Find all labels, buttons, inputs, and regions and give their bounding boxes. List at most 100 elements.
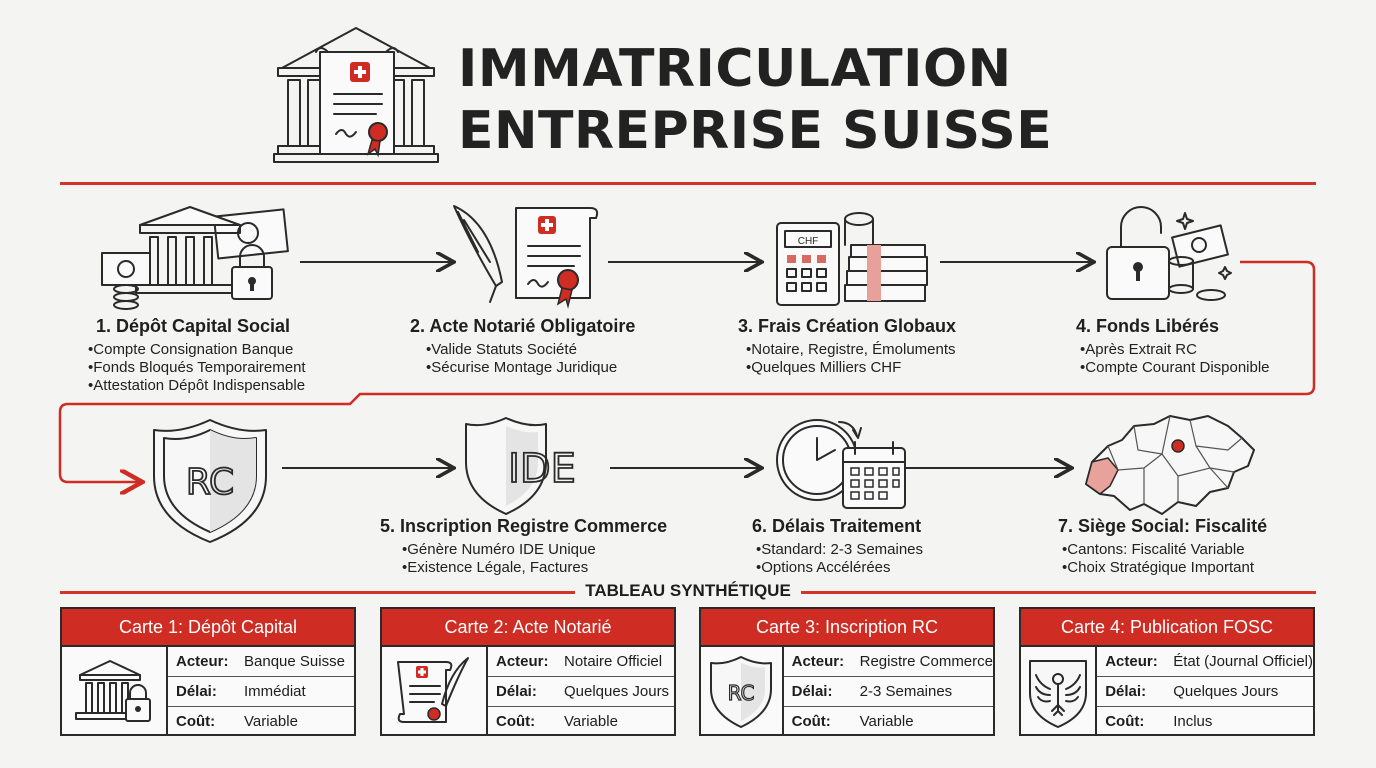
step-5: 5. Inscription Registre Commerce Génère … xyxy=(380,516,667,577)
step-6-bullets: Standard: 2-3 Semaines Options Accélérée… xyxy=(752,541,923,577)
page-title: IMMATRICULATION ENTREPRISE SUISSE xyxy=(458,38,1052,162)
card-4-cost-row: Coût: Inclus xyxy=(1097,707,1313,736)
card-2-icon-cell xyxy=(382,647,488,736)
step-3-bullet: Quelques Milliers CHF xyxy=(746,359,956,377)
summary-card-4: Carte 4: Publication FOSC Acteur: État (J… xyxy=(1019,607,1315,736)
card-3-cost-row: Coût: Variable xyxy=(784,707,993,736)
card-3-header: Carte 3: Inscription RC xyxy=(701,609,993,647)
step-7-bullet: Cantons: Fiscalité Variable xyxy=(1062,541,1267,559)
unlocked-padlock-coins-icon xyxy=(1106,206,1232,301)
card-3-badge-text: RC xyxy=(728,681,755,705)
card-3-delay: 2-3 Semaines xyxy=(859,683,953,700)
step-4-bullets: Après Extrait RC Compte Courant Disponib… xyxy=(1076,341,1270,377)
actor-label: Acteur: xyxy=(791,653,845,670)
calculator-money-icon: CHF xyxy=(776,212,928,306)
step-7: 7. Siège Social: Fiscalité Cantons: Fisc… xyxy=(1058,516,1267,577)
step-5-title: 5. Inscription Registre Commerce xyxy=(380,516,668,536)
bank-diploma-icon xyxy=(273,27,439,163)
card-1-cost: Variable xyxy=(244,713,298,730)
card-1-actor: Banque Suisse xyxy=(244,653,345,670)
card-1-icon-cell xyxy=(62,647,168,736)
step-3-bullets: Notaire, Registre, Émoluments Quelques M… xyxy=(738,341,956,377)
card-2-delay-row: Délai: Quelques Jours xyxy=(488,677,674,707)
card-4-delay: Quelques Jours xyxy=(1173,683,1279,700)
step-2-bullets: Valide Statuts Société Sécurise Montage … xyxy=(410,341,635,377)
step-6-title: 6. Délais Traitement xyxy=(752,516,922,536)
cost-label: Coût: xyxy=(791,713,831,730)
summary-title-text: TABLEAU SYNTHÉTIQUE xyxy=(575,581,801,600)
actor-label: Acteur: xyxy=(496,653,549,670)
card-2-cost-row: Coût:Variable xyxy=(488,707,674,736)
step-4-bullet: Compte Courant Disponible xyxy=(1080,359,1269,377)
swiss-map-icon xyxy=(1085,415,1255,515)
document-quill-icon xyxy=(397,656,469,723)
ide-badge-text: IDE xyxy=(508,446,576,492)
card-2-delay: Quelques Jours xyxy=(564,683,670,700)
card-2-actor-row: Acteur: Notaire Officiel xyxy=(488,647,674,677)
card-3-cost: Variable xyxy=(859,713,914,730)
rc-badge-text: RC xyxy=(186,462,234,503)
step-3-title: 3. Frais Création Globaux xyxy=(738,316,957,336)
title-line-2: ENTREPRISE SUISSE xyxy=(458,101,1053,161)
summary-card-3: Carte 3: Inscription RC RC Acteur:Regist… xyxy=(699,607,995,736)
step-3-bullet: Notaire, Registre, Émoluments xyxy=(746,341,956,359)
summary-card-1: Carte 1: Dépôt Capital Acteur: Banque Sui… xyxy=(60,607,356,736)
step-5-bullet: Génère Numéro IDE Unique xyxy=(402,541,667,559)
card-2-header: Carte 2: Acte Notarié xyxy=(382,609,674,647)
card-2-actor: Notaire Officiel xyxy=(564,653,663,670)
actor-label: Acteur: xyxy=(1105,653,1158,670)
step-6-bullet: Options Accélérées xyxy=(756,559,923,577)
actor-label: Acteur: xyxy=(176,653,229,670)
cost-label: Coût: xyxy=(176,713,216,730)
step-4-bullet: Après Extrait RC xyxy=(1080,341,1270,359)
step-2-bullet: Valide Statuts Société xyxy=(426,341,635,359)
card-4-cost: Inclus xyxy=(1173,713,1213,730)
step-5-bullets: Génère Numéro IDE Unique Existence Légal… xyxy=(380,541,667,577)
step-4: 4. Fonds Libérés Après Extrait RC Compte… xyxy=(1076,316,1270,377)
step-1: 1. Dépôt Capital Social Compte Consignat… xyxy=(88,316,306,395)
step-7-bullets: Cantons: Fiscalité Variable Choix Straté… xyxy=(1058,541,1267,577)
card-1-actor-row: Acteur: Banque Suisse xyxy=(168,647,354,677)
step-5-bullet: Existence Légale, Factures xyxy=(402,559,667,577)
card-4-icon-cell xyxy=(1021,647,1098,736)
cost-label: Coût: xyxy=(1105,713,1145,730)
card-4-header: Carte 4: Publication FOSC xyxy=(1021,609,1313,647)
eagle-emblem-icon xyxy=(1029,659,1088,728)
card-1-delay-row: Délai:Immédiat xyxy=(168,677,354,707)
step-7-bullet: Choix Stratégique Important xyxy=(1062,559,1267,577)
cost-label: Coût: xyxy=(496,713,536,730)
card-1-cost-row: Coût: Variable xyxy=(168,707,354,736)
card-1-header: Carte 1: Dépôt Capital xyxy=(62,609,354,647)
bank-lock-money-icon xyxy=(101,206,289,310)
card-3-actor-row: Acteur:Registre Commerce xyxy=(783,647,993,677)
step-7-title: 7. Siège Social: Fiscalité xyxy=(1058,516,1268,536)
step-6: 6. Délais Traitement Standard: 2-3 Semai… xyxy=(752,516,923,577)
step-2-bullet: Sécurise Montage Juridique xyxy=(426,359,635,377)
step-1-bullet: Fonds Bloqués Temporairement xyxy=(88,359,305,377)
step-1-bullets: Compte Consignation Banque Fonds Bloqués… xyxy=(88,341,306,395)
delay-label: Délai: xyxy=(496,683,537,700)
rc-shield-icon: RC xyxy=(153,419,267,543)
card-4-actor: État (Journal Officiel) xyxy=(1173,653,1313,670)
step-2: 2. Acte Notarié Obligatoire Valide Statu… xyxy=(410,316,635,377)
step-1-bullet: Attestation Dépôt Indispensable xyxy=(88,377,306,395)
arrow-row-wrap xyxy=(58,260,1316,482)
card-1-delay: Immédiat xyxy=(244,683,306,700)
delay-label: Délai: xyxy=(1105,683,1147,700)
card-3-delay-row: Délai:2-3 Semaines xyxy=(783,677,993,707)
card-4-actor-row: Acteur: État (Journal Officiel) xyxy=(1097,647,1313,677)
ide-shield-icon: IDE xyxy=(465,417,577,515)
step-1-title: 1. Dépôt Capital Social xyxy=(96,316,291,336)
step-4-title: 4. Fonds Libérés xyxy=(1076,316,1220,336)
bank-lock-icon xyxy=(75,659,151,722)
header-divider xyxy=(60,182,1316,185)
title-line-1: IMMATRICULATION xyxy=(458,39,1012,99)
step-3: 3. Frais Création Globaux Notaire, Regis… xyxy=(738,316,956,377)
calculator-label: CHF xyxy=(798,236,819,247)
step-2-title: 2. Acte Notarié Obligatoire xyxy=(410,316,636,336)
summary-title: TABLEAU SYNTHÉTIQUE xyxy=(0,581,1376,601)
rc-shield-icon: RC xyxy=(710,655,773,728)
card-4-delay-row: Délai: Quelques Jours xyxy=(1097,677,1313,707)
step-1-bullet: Compte Consignation Banque xyxy=(88,341,306,359)
